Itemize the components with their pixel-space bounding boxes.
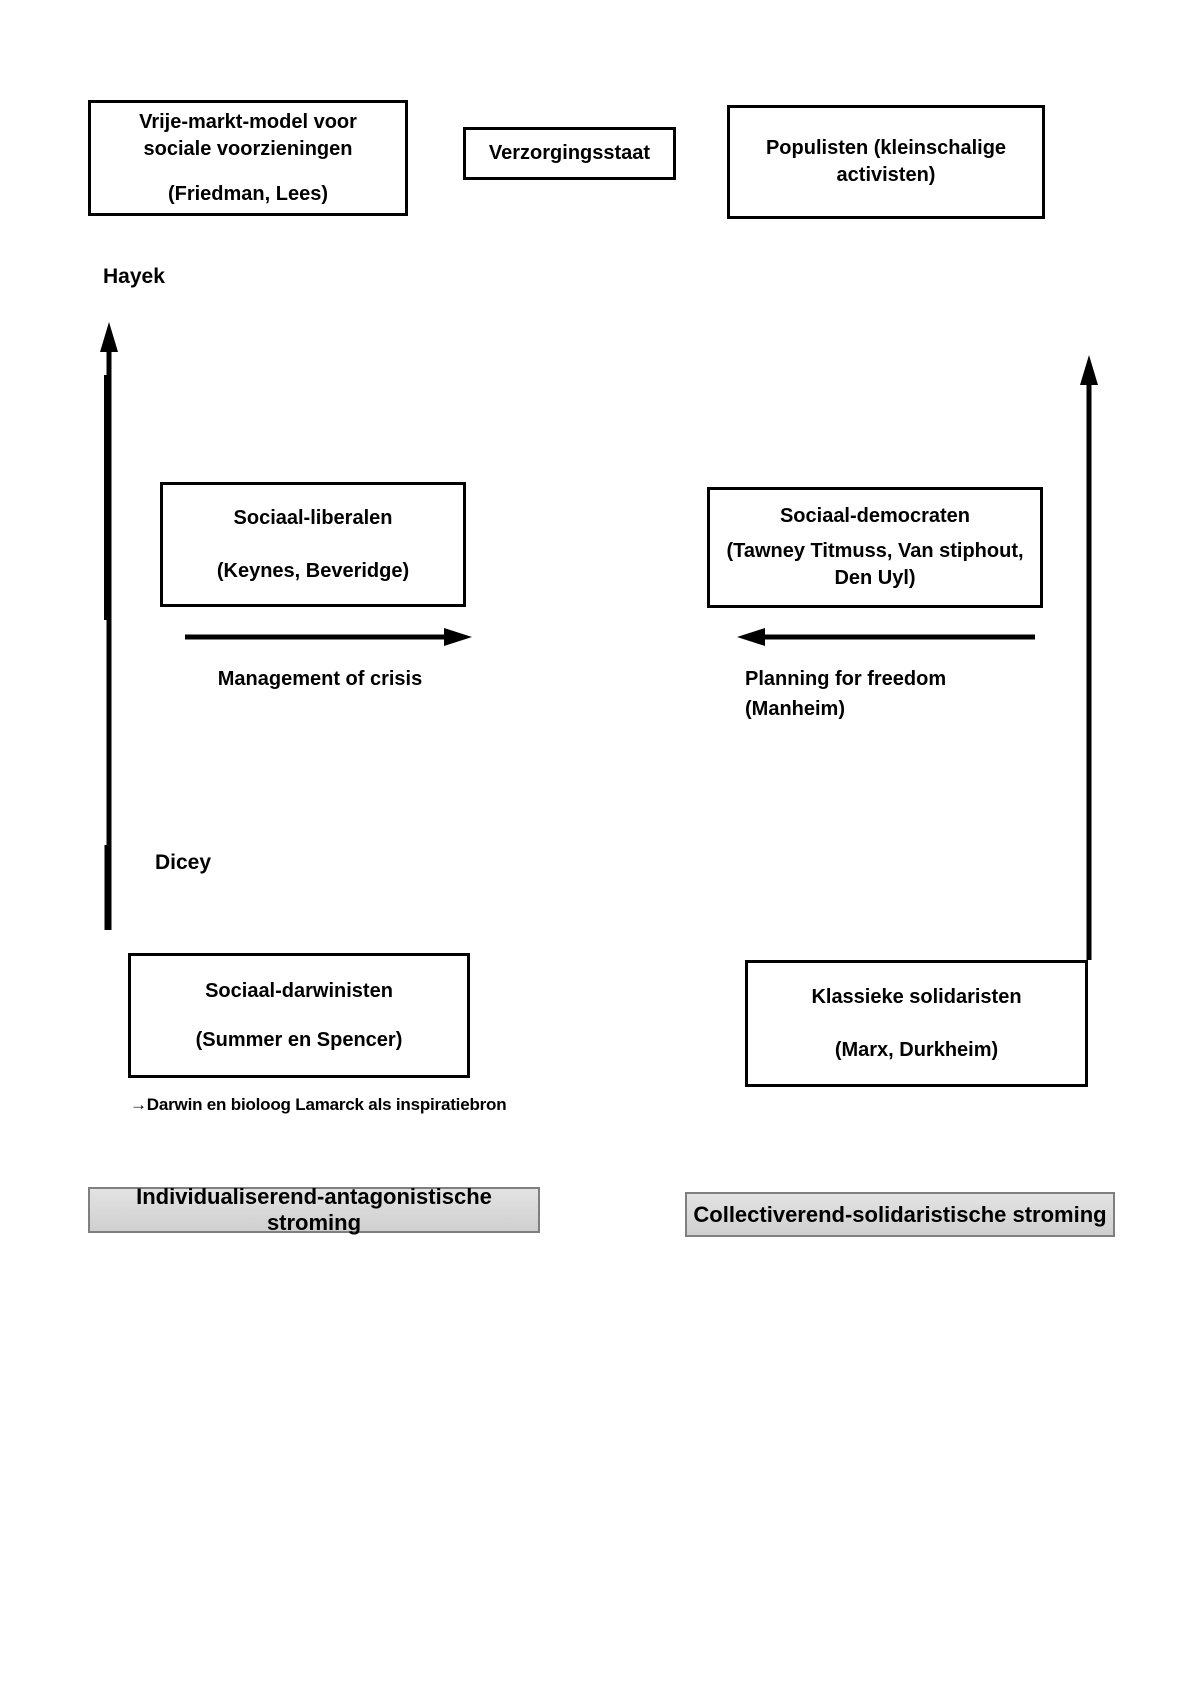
classic-solidarists-box: Klassieke solidaristen (Marx, Durkheim) <box>745 960 1088 1087</box>
management-of-crisis-label: Management of crisis <box>217 668 423 690</box>
hayek-label: Hayek <box>103 265 165 288</box>
left-vertical-up-arrow <box>100 322 118 930</box>
collectivizing-stream-box: Collectiverend-solidaristische stroming <box>685 1192 1115 1237</box>
planning-author-line: (Manheim) <box>745 698 845 720</box>
right-vertical-up-arrow <box>1080 355 1098 960</box>
free-market-names: (Friedman, Lees) <box>167 182 329 205</box>
welfare-state-title: Verzorgingsstaat <box>488 142 651 164</box>
social-liberals-box: Sociaal-liberalen (Keynes, Beveridge) <box>160 482 466 607</box>
planning-for-freedom-line: Planning for freedom <box>745 668 947 690</box>
management-right-arrow <box>185 628 472 646</box>
individualizing-stream-box: Individualiserend-antagonistische stromi… <box>88 1184 540 1235</box>
welfare-state-box: Verzorgingsstaat <box>463 127 676 180</box>
individualizing-stream-label: Individualiserend-antagonistische stromi… <box>136 1184 492 1235</box>
social-democrats-box: Sociaal-democraten (Tawney Titmuss, Van … <box>707 487 1043 608</box>
social-liberals-title: Sociaal-liberalen <box>233 506 393 529</box>
classic-solidarists-names: (Marx, Durkheim) <box>834 1038 999 1061</box>
collectivizing-stream-label: Collectiverend-solidaristische stroming <box>693 1201 1107 1227</box>
social-darwinists-title: Sociaal-darwinisten <box>205 979 393 1002</box>
darwin-inspiration-note: →Darwin en bioloog Lamarck als inspirati… <box>130 1095 507 1114</box>
social-darwinists-box: Sociaal-darwinisten (Summer en Spencer) <box>128 953 470 1078</box>
populists-title: Populisten (kleinschalige activisten) <box>765 137 1007 186</box>
social-democrats-title: Sociaal-democraten <box>779 505 971 527</box>
social-liberals-names: (Keynes, Beveridge) <box>216 559 410 582</box>
planning-left-arrow <box>737 628 1035 646</box>
classic-solidarists-title: Klassieke solidaristen <box>811 985 1022 1008</box>
social-democrats-names: (Tawney Titmuss, Van stiphout, Den Uyl) <box>726 540 1024 589</box>
free-market-title: Vrije-markt-model voor sociale voorzieni… <box>139 110 357 160</box>
dicey-label: Dicey <box>155 851 212 874</box>
populists-box: Populisten (kleinschalige activisten) <box>727 105 1045 219</box>
planning-for-freedom-label: Planning for freedom (Manheim) <box>745 664 1065 724</box>
free-market-box: Vrije-markt-model voor sociale voorzieni… <box>88 100 408 216</box>
social-darwinists-names: (Summer en Spencer) <box>195 1028 403 1051</box>
